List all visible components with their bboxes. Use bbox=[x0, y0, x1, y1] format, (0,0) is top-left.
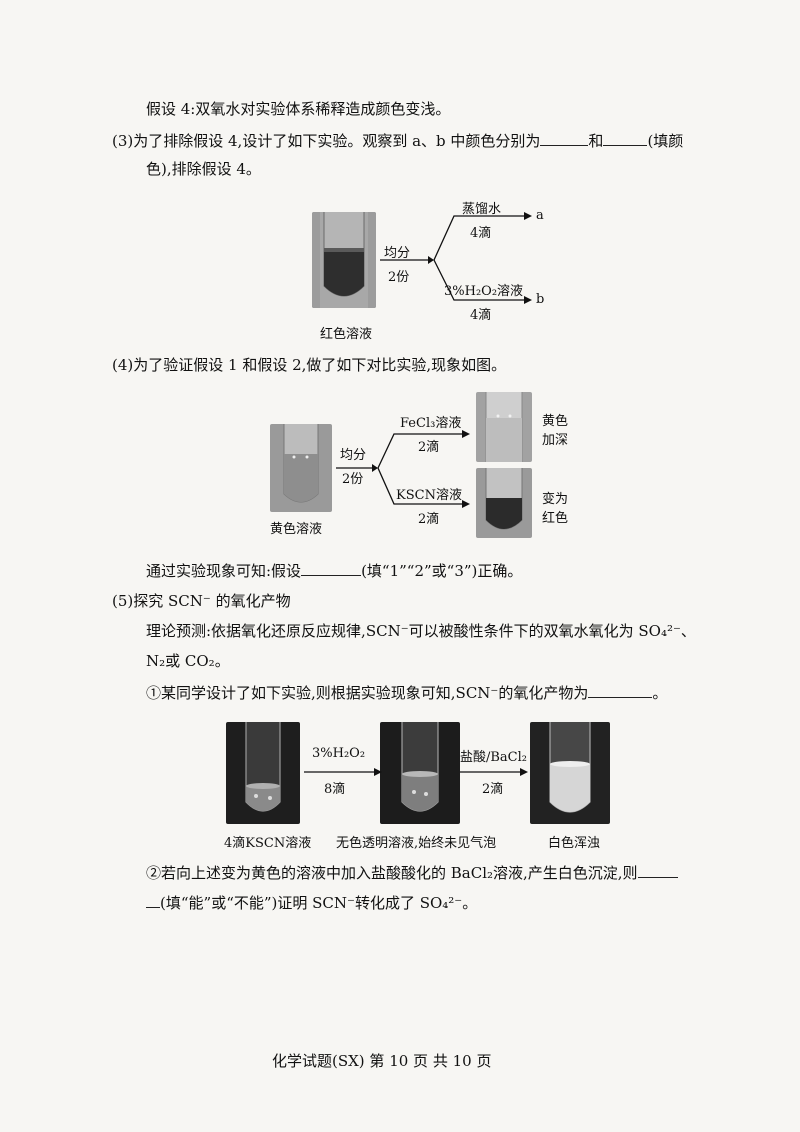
q5-sub1-b: 。 bbox=[652, 684, 668, 702]
q4-conclusion: 通过实验现象可知:假设 (填“1”“2”或“3”)正确。 bbox=[146, 560, 522, 581]
q5-title: (5)探究 SCN⁻ 的氧化产物 bbox=[112, 592, 291, 610]
colorless-tube-image bbox=[380, 722, 460, 824]
q4-result1: 黄色 加深 bbox=[542, 412, 568, 450]
q4-result2: 变为 红色 bbox=[542, 490, 568, 528]
q4-arrows bbox=[336, 430, 470, 508]
q4-branch2-bottom: 2滴 bbox=[418, 512, 440, 527]
q5-theory-line2: N₂或 CO₂。 bbox=[146, 652, 230, 670]
q5-cap3: 白色浑浊 bbox=[548, 836, 601, 851]
q3-text-c: (填颜 bbox=[647, 132, 684, 150]
q5-arrow2 bbox=[460, 768, 528, 776]
q4-blank[interactable] bbox=[301, 561, 362, 576]
q3-branch1-bottom: 4滴 bbox=[470, 226, 492, 241]
q4-result2-line2: 红色 bbox=[542, 511, 569, 526]
q3-blank-b[interactable] bbox=[603, 131, 648, 146]
red-solution-tube-image bbox=[312, 212, 376, 308]
q5-sub2-text2: (填“能”或“不能”)证明 SCN⁻转化成了 SO₄²⁻。 bbox=[160, 894, 478, 912]
q5-cap1: 4滴KSCN溶液 bbox=[224, 836, 312, 851]
q5-sub2-text: ②若向上述变为黄色的溶液中加入盐酸酸化的 BaCl₂溶液,产生白色沉淀,则 bbox=[146, 864, 638, 882]
q4-result2-line1: 变为 bbox=[542, 492, 569, 507]
q3-blank-a[interactable] bbox=[540, 131, 589, 146]
q4-branch1-top: FeCl₃溶液 bbox=[400, 416, 462, 431]
kscn-tube-image bbox=[226, 722, 300, 824]
q5-arrow2-top: 盐酸/BaCl₂ bbox=[460, 750, 527, 765]
q5-arrow1-top: 3%H₂O₂ bbox=[312, 746, 366, 761]
q3-branch1-top: 蒸馏水 bbox=[462, 202, 502, 217]
q4-branch2-top: KSCN溶液 bbox=[396, 488, 462, 503]
q5-theory-line1: 理论预测:依据氧化还原反应规律,SCN⁻可以被酸性条件下的双氧水氧化为 SO₄²… bbox=[146, 622, 696, 640]
yellow-deepened-tube-image bbox=[476, 392, 532, 462]
q3-branch2-end: b bbox=[536, 292, 545, 307]
q4-text-line1: (4)为了验证假设 1 和假设 2,做了如下对比实验,现象如图。 bbox=[112, 356, 507, 374]
q5-sub2-blank-part2[interactable] bbox=[146, 893, 160, 908]
q4-split-bottom: 2份 bbox=[342, 472, 364, 487]
q3-text-line1: (3)为了排除假设 4,设计了如下实验。观察到 a、b 中颜色分别为 和 (填颜 bbox=[112, 130, 683, 151]
q3-arrows bbox=[380, 212, 532, 304]
red-result-tube-image bbox=[476, 468, 532, 538]
q5-sub2-line1: ②若向上述变为黄色的溶液中加入盐酸酸化的 BaCl₂溶液,产生白色沉淀,则 bbox=[146, 862, 678, 883]
q3-caption: 红色溶液 bbox=[320, 327, 373, 342]
q4-split-top: 均分 bbox=[340, 448, 367, 463]
q5-sub2-line2: (填“能”或“不能”)证明 SCN⁻转化成了 SO₄²⁻。 bbox=[146, 892, 477, 913]
q3-split-top: 均分 bbox=[384, 246, 411, 261]
page-footer: 化学试题(SX) 第 10 页 共 10 页 bbox=[272, 1052, 492, 1070]
q3-branch2-top: 3%H₂O₂溶液 bbox=[444, 284, 524, 299]
q5-arrow2-bottom: 2滴 bbox=[482, 782, 504, 797]
q5-sub1-blank[interactable] bbox=[588, 683, 653, 698]
hypothesis-4: 假设 4:双氧水对实验体系稀释造成颜色变浅。 bbox=[146, 100, 451, 118]
q3-text-b: 和 bbox=[588, 132, 604, 150]
q4-branch1-bottom: 2滴 bbox=[418, 440, 440, 455]
q4-conclusion-b: (填“1”“2”或“3”)正确。 bbox=[361, 562, 523, 580]
q4-result1-line1: 黄色 bbox=[542, 414, 569, 429]
q4-result1-line2: 加深 bbox=[542, 433, 569, 448]
yellow-solution-tube-image bbox=[270, 424, 332, 512]
q5-arrow1 bbox=[304, 768, 382, 776]
white-turbid-tube-image bbox=[530, 722, 610, 824]
q3-branch1-end: a bbox=[536, 208, 544, 223]
q3-branch2-bottom: 4滴 bbox=[470, 308, 492, 323]
q3-text-line2: 色),排除假设 4。 bbox=[146, 160, 261, 178]
q5-sub1: ①某同学设计了如下实验,则根据实验现象可知,SCN⁻的氧化产物为 。 bbox=[146, 682, 667, 703]
q4-conclusion-a: 通过实验现象可知:假设 bbox=[146, 562, 302, 580]
q5-sub1-a: ①某同学设计了如下实验,则根据实验现象可知,SCN⁻的氧化产物为 bbox=[146, 684, 589, 702]
q3-text-a: (3)为了排除假设 4,设计了如下实验。观察到 a、b 中颜色分别为 bbox=[112, 132, 541, 150]
q5-arrow1-bottom: 8滴 bbox=[324, 782, 346, 797]
q4-caption: 黄色溶液 bbox=[270, 522, 323, 537]
q5-sub2-blank-part1[interactable] bbox=[637, 863, 678, 878]
q3-split-bottom: 2份 bbox=[388, 270, 410, 285]
q5-cap2: 无色透明溶液,始终未见气泡 bbox=[336, 836, 497, 851]
